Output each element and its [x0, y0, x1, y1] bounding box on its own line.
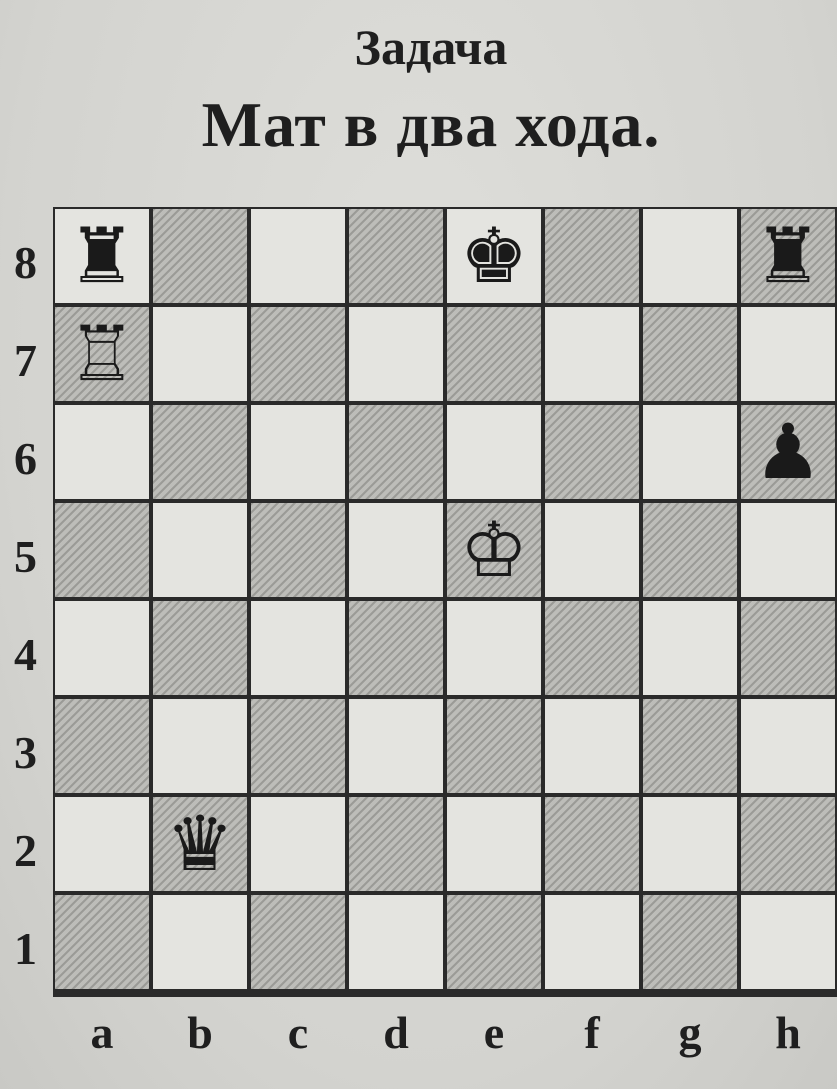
- square-f1[interactable]: [543, 893, 641, 991]
- square-g3[interactable]: [641, 697, 739, 795]
- square-d5[interactable]: [347, 501, 445, 599]
- black-pawn-piece[interactable]: ♟: [741, 405, 835, 499]
- puzzle-title: Задача: [0, 18, 837, 76]
- square-a3[interactable]: [53, 697, 151, 795]
- square-a8[interactable]: ♜: [53, 207, 151, 305]
- square-e1[interactable]: [445, 893, 543, 991]
- square-h4[interactable]: [739, 599, 837, 697]
- chess-board: ♜♚♜♖♟♔♛: [53, 207, 837, 997]
- square-e7[interactable]: [445, 305, 543, 403]
- square-h1[interactable]: [739, 893, 837, 991]
- square-a6[interactable]: [53, 403, 151, 501]
- file-label: c: [249, 1006, 347, 1059]
- square-f5[interactable]: [543, 501, 641, 599]
- black-king-piece[interactable]: ♚: [447, 209, 541, 303]
- square-c6[interactable]: [249, 403, 347, 501]
- square-d8[interactable]: [347, 207, 445, 305]
- square-d2[interactable]: [347, 795, 445, 893]
- rank-label: 5: [14, 508, 54, 606]
- square-d4[interactable]: [347, 599, 445, 697]
- square-c4[interactable]: [249, 599, 347, 697]
- black-queen-piece[interactable]: ♛: [153, 797, 247, 891]
- rank-label: 3: [14, 704, 54, 802]
- square-c3[interactable]: [249, 697, 347, 795]
- square-d1[interactable]: [347, 893, 445, 991]
- square-b6[interactable]: [151, 403, 249, 501]
- square-d7[interactable]: [347, 305, 445, 403]
- square-e6[interactable]: [445, 403, 543, 501]
- file-label: f: [543, 1006, 641, 1059]
- puzzle-subtitle: Мат в два хода.: [0, 88, 837, 162]
- square-b5[interactable]: [151, 501, 249, 599]
- square-b7[interactable]: [151, 305, 249, 403]
- square-f2[interactable]: [543, 795, 641, 893]
- file-label: e: [445, 1006, 543, 1059]
- square-a1[interactable]: [53, 893, 151, 991]
- square-f6[interactable]: [543, 403, 641, 501]
- file-label: g: [641, 1006, 739, 1059]
- square-c5[interactable]: [249, 501, 347, 599]
- rank-label: 1: [14, 900, 54, 998]
- square-b8[interactable]: [151, 207, 249, 305]
- square-c8[interactable]: [249, 207, 347, 305]
- white-rook-piece[interactable]: ♖: [55, 307, 149, 401]
- square-e4[interactable]: [445, 599, 543, 697]
- square-h7[interactable]: [739, 305, 837, 403]
- square-a2[interactable]: [53, 795, 151, 893]
- square-h6[interactable]: ♟: [739, 403, 837, 501]
- file-label: d: [347, 1006, 445, 1059]
- square-f4[interactable]: [543, 599, 641, 697]
- rank-label: 6: [14, 410, 54, 508]
- file-label: a: [53, 1006, 151, 1059]
- square-h2[interactable]: [739, 795, 837, 893]
- square-c7[interactable]: [249, 305, 347, 403]
- square-f8[interactable]: [543, 207, 641, 305]
- square-g6[interactable]: [641, 403, 739, 501]
- square-b4[interactable]: [151, 599, 249, 697]
- square-h8[interactable]: ♜: [739, 207, 837, 305]
- square-g5[interactable]: [641, 501, 739, 599]
- square-c2[interactable]: [249, 795, 347, 893]
- file-label: b: [151, 1006, 249, 1059]
- square-e5[interactable]: ♔: [445, 501, 543, 599]
- square-b2[interactable]: ♛: [151, 795, 249, 893]
- black-rook-piece[interactable]: ♜: [55, 209, 149, 303]
- square-e3[interactable]: [445, 697, 543, 795]
- white-king-piece[interactable]: ♔: [447, 503, 541, 597]
- square-a4[interactable]: [53, 599, 151, 697]
- square-a7[interactable]: ♖: [53, 305, 151, 403]
- rank-label: 7: [14, 312, 54, 410]
- square-h5[interactable]: [739, 501, 837, 599]
- square-g2[interactable]: [641, 795, 739, 893]
- square-g8[interactable]: [641, 207, 739, 305]
- black-rook-piece[interactable]: ♜: [741, 209, 835, 303]
- square-d3[interactable]: [347, 697, 445, 795]
- square-b3[interactable]: [151, 697, 249, 795]
- file-label: h: [739, 1006, 837, 1059]
- square-a5[interactable]: [53, 501, 151, 599]
- square-g7[interactable]: [641, 305, 739, 403]
- square-g1[interactable]: [641, 893, 739, 991]
- square-g4[interactable]: [641, 599, 739, 697]
- square-e2[interactable]: [445, 795, 543, 893]
- square-e8[interactable]: ♚: [445, 207, 543, 305]
- square-d6[interactable]: [347, 403, 445, 501]
- square-f7[interactable]: [543, 305, 641, 403]
- square-c1[interactable]: [249, 893, 347, 991]
- rank-label: 4: [14, 606, 54, 704]
- square-b1[interactable]: [151, 893, 249, 991]
- rank-label: 8: [14, 214, 54, 312]
- rank-label: 2: [14, 802, 54, 900]
- square-h3[interactable]: [739, 697, 837, 795]
- square-f3[interactable]: [543, 697, 641, 795]
